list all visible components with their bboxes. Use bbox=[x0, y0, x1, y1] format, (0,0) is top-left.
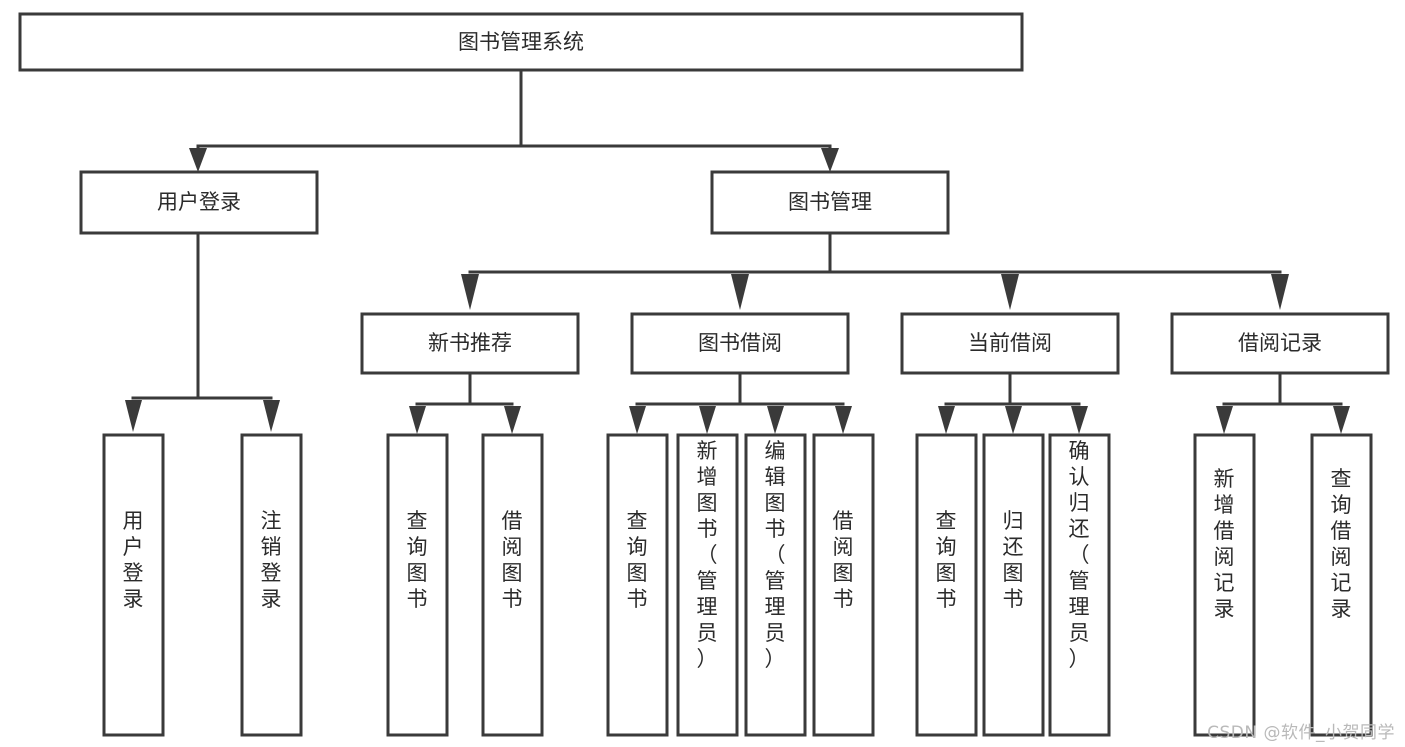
arrowhead-leaf-edit-book bbox=[767, 406, 784, 434]
node-leaf-return-book[interactable]: 归还图书 bbox=[982, 433, 1045, 737]
arrowhead-leaf-user-login bbox=[125, 400, 142, 432]
node-leaf-borrow-book-2-box[interactable] bbox=[812, 433, 875, 737]
node-leaf-borrow-book-1-box[interactable] bbox=[481, 433, 544, 737]
node-current-borrow-box[interactable] bbox=[900, 312, 1120, 375]
csdn-watermark: CSDN @软件_小贺同学 bbox=[1207, 723, 1395, 743]
node-leaf-query-book-3-label: 查询图书 bbox=[936, 509, 957, 611]
node-leaf-edit-book-label: 编辑图书（管理员） bbox=[765, 439, 786, 671]
node-leaf-query-record[interactable]: 查询借阅记录 bbox=[1310, 433, 1373, 737]
node-root-label: 图书管理系统 bbox=[458, 30, 584, 54]
node-leaf-user-login-box[interactable] bbox=[102, 433, 165, 737]
arrowhead-book-manage bbox=[821, 148, 839, 172]
node-leaf-logout-login-label: 注销登录 bbox=[261, 509, 282, 611]
node-leaf-edit-book-box[interactable] bbox=[744, 433, 807, 737]
node-new-book-rec[interactable]: 新书推荐 bbox=[360, 312, 580, 375]
node-book-manage-box[interactable] bbox=[710, 170, 950, 235]
node-leaf-confirm-return-label: 确认归还（管理员） bbox=[1069, 439, 1090, 671]
arrowhead-leaf-add-book bbox=[699, 406, 716, 434]
node-root-box[interactable] bbox=[18, 12, 1024, 72]
node-user-login[interactable]: 用户登录 bbox=[79, 170, 319, 235]
node-current-borrow-label: 当前借阅 bbox=[968, 331, 1052, 355]
node-leaf-query-record-label: 查询借阅记录 bbox=[1331, 467, 1352, 621]
arrowhead-leaf-query-book-1 bbox=[409, 406, 426, 434]
arrowhead-borrow-record bbox=[1271, 274, 1289, 310]
node-leaf-query-book-2[interactable]: 查询图书 bbox=[606, 433, 669, 737]
node-book-borrow[interactable]: 图书借阅 bbox=[630, 312, 850, 375]
node-leaf-borrow-book-1-label: 借阅图书 bbox=[502, 509, 523, 611]
node-leaf-add-record-box[interactable] bbox=[1193, 433, 1256, 737]
arrowhead-leaf-query-book-2 bbox=[629, 406, 646, 434]
arrowhead-leaf-borrow-book-2 bbox=[835, 406, 852, 434]
node-leaf-add-book-label: 新增图书（管理员） bbox=[697, 439, 718, 671]
node-leaf-query-book-1[interactable]: 查询图书 bbox=[386, 433, 449, 737]
node-leaf-query-book-1-label: 查询图书 bbox=[407, 509, 428, 611]
node-leaf-query-record-box[interactable] bbox=[1310, 433, 1373, 737]
arrowhead-leaf-logout-login bbox=[263, 400, 280, 432]
node-new-book-rec-label: 新书推荐 bbox=[428, 331, 512, 355]
node-new-book-rec-box[interactable] bbox=[360, 312, 580, 375]
node-borrow-record-label: 借阅记录 bbox=[1238, 331, 1322, 355]
node-book-manage[interactable]: 图书管理 bbox=[710, 170, 950, 235]
node-leaf-confirm-return[interactable]: 确认归还（管理员） bbox=[1048, 433, 1111, 737]
arrowhead-leaf-query-record bbox=[1333, 406, 1350, 434]
arrowhead-leaf-add-record bbox=[1216, 406, 1233, 434]
arrowhead-book-borrow bbox=[731, 274, 749, 310]
arrowhead-user-login bbox=[189, 148, 207, 172]
node-borrow-record[interactable]: 借阅记录 bbox=[1170, 312, 1390, 375]
node-leaf-return-book-box[interactable] bbox=[982, 433, 1045, 737]
node-user-login-label: 用户登录 bbox=[157, 190, 241, 214]
node-leaf-query-book-3[interactable]: 查询图书 bbox=[915, 433, 978, 737]
connector-layer bbox=[125, 68, 1350, 434]
node-leaf-query-book-1-box[interactable] bbox=[386, 433, 449, 737]
node-leaf-borrow-book-1[interactable]: 借阅图书 bbox=[481, 433, 544, 737]
node-root[interactable]: 图书管理系统 bbox=[18, 12, 1024, 72]
node-leaf-user-login-label: 用户登录 bbox=[123, 509, 144, 611]
node-borrow-record-box[interactable] bbox=[1170, 312, 1390, 375]
node-leaf-add-book-box[interactable] bbox=[676, 433, 739, 737]
arrowhead-leaf-query-book-3 bbox=[938, 406, 955, 434]
node-leaf-query-book-2-label: 查询图书 bbox=[627, 509, 648, 611]
node-leaf-add-record-label: 新增借阅记录 bbox=[1214, 467, 1235, 621]
node-leaf-return-book-label: 归还图书 bbox=[1003, 509, 1024, 611]
node-leaf-user-login[interactable]: 用户登录 bbox=[102, 433, 165, 737]
arrowhead-new-book-rec bbox=[461, 274, 479, 310]
node-leaf-query-book-3-box[interactable] bbox=[915, 433, 978, 737]
node-leaf-edit-book[interactable]: 编辑图书（管理员） bbox=[744, 433, 807, 737]
node-leaf-logout-login-box[interactable] bbox=[240, 433, 303, 737]
node-current-borrow[interactable]: 当前借阅 bbox=[900, 312, 1120, 375]
node-book-borrow-box[interactable] bbox=[630, 312, 850, 375]
node-leaf-add-record[interactable]: 新增借阅记录 bbox=[1193, 433, 1256, 737]
arrowhead-leaf-return-book bbox=[1005, 406, 1022, 434]
node-leaf-logout-login[interactable]: 注销登录 bbox=[240, 433, 303, 737]
node-book-manage-label: 图书管理 bbox=[788, 190, 872, 214]
node-leaf-query-book-2-box[interactable] bbox=[606, 433, 669, 737]
arrowhead-leaf-confirm-return bbox=[1071, 406, 1088, 434]
node-leaf-borrow-book-2-label: 借阅图书 bbox=[833, 509, 854, 611]
node-leaf-confirm-return-box[interactable] bbox=[1048, 433, 1111, 737]
node-user-login-box[interactable] bbox=[79, 170, 319, 235]
node-leaf-add-book[interactable]: 新增图书（管理员） bbox=[676, 433, 739, 737]
node-leaf-borrow-book-2[interactable]: 借阅图书 bbox=[812, 433, 875, 737]
node-book-borrow-label: 图书借阅 bbox=[698, 331, 782, 355]
arrowhead-current-borrow bbox=[1001, 274, 1019, 310]
arrowhead-leaf-borrow-book-1 bbox=[504, 406, 521, 434]
